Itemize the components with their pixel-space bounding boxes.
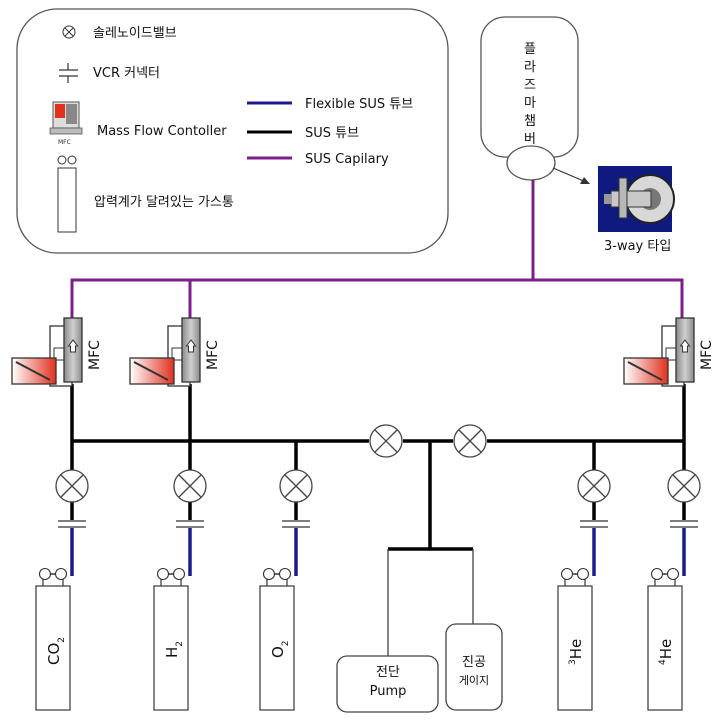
- vcr-connector-h2: [175, 520, 205, 528]
- pump-label-line2: Pump: [370, 684, 407, 699]
- mfc-label-1: MFC: [87, 340, 103, 370]
- valve-co2: [55, 469, 89, 503]
- svg-text:마: 마: [524, 96, 536, 111]
- legend-capillary-label: SUS Capilary: [305, 152, 389, 167]
- legend-flexible-label: Flexible SUS 튜브: [305, 97, 413, 112]
- legend-cylinder-label: 압력계가 달려있는 가스통: [94, 195, 234, 210]
- cylinder-he4: [647, 585, 683, 711]
- three-way-label: 3-way 타입: [604, 239, 671, 254]
- svg-text:챔: 챔: [524, 114, 536, 129]
- legend-valve-label: 솔레노이드밸브: [93, 26, 177, 41]
- mfc-unit-2: [129, 317, 201, 387]
- sus-tube-lines: [70, 384, 686, 551]
- vcr-connector-o2: [281, 520, 311, 528]
- legend-vcr-label: VCR 커넥터: [93, 66, 160, 81]
- svg-text:즈: 즈: [524, 78, 536, 93]
- cylinder-o2: [259, 585, 295, 711]
- pump-label-line1: 전단: [376, 665, 400, 680]
- legend-valve-icon: [62, 25, 76, 39]
- cylinder-label-o2: O2: [269, 640, 291, 658]
- mfc-label-3: MFC: [699, 340, 714, 370]
- cylinder-gauge-o2: [262, 567, 292, 587]
- svg-text:버: 버: [524, 132, 536, 147]
- legend-sus-label: SUS 튜브: [305, 126, 359, 141]
- mfc-label-2: MFC: [205, 340, 221, 370]
- legend-vcr-icon: [59, 63, 78, 83]
- cylinder-co2: [35, 585, 71, 711]
- valve-h2: [173, 469, 207, 503]
- mfc-unit-3: [623, 317, 695, 387]
- roughing-pump: [336, 655, 439, 713]
- svg-text:플: 플: [524, 42, 536, 57]
- svg-text:라: 라: [524, 60, 536, 75]
- plasma-chamber-label: 플 라 즈 마 챔 버: [524, 42, 536, 147]
- three-way-fitting-image: [598, 166, 675, 232]
- vcr-connector-he3: [579, 520, 609, 528]
- valve-he4: [667, 469, 701, 503]
- chamber-inlet-port: [506, 145, 556, 181]
- mfc-unit-1: [11, 317, 83, 387]
- cylinder-label-he3: 3He: [567, 639, 585, 665]
- cylinder-gauge-co2: [38, 567, 68, 587]
- legend-mfc-icon-text: MFC: [58, 139, 71, 146]
- vcr-connector-co2: [57, 520, 87, 528]
- vacuum-gauge-label-line2: 게이지: [459, 674, 489, 687]
- capillary-lines: [70, 180, 684, 322]
- cylinder-label-h2: H2: [163, 641, 185, 658]
- cylinder-gauge-he4: [650, 567, 680, 587]
- cylinder-label-he4: 4He: [657, 639, 675, 665]
- cylinder-he3: [557, 585, 593, 711]
- legend-box: [16, 8, 449, 254]
- cylinder-gauge-he3: [560, 567, 590, 587]
- cylinder-label-co2: CO2: [45, 637, 67, 665]
- pump-gauge-lines: [387, 549, 474, 656]
- valve-main-left: [369, 424, 403, 458]
- three-way-pointer-arrow: [552, 167, 587, 183]
- legend-mfc-icon: MFC: [49, 101, 83, 146]
- flexible-lines: [70, 528, 686, 566]
- vacuum-gauge: [445, 623, 503, 711]
- valve-main-right: [453, 424, 487, 458]
- vcr-connector-he4: [669, 520, 699, 528]
- valve-o2: [279, 469, 313, 503]
- valve-he3: [577, 469, 611, 503]
- cylinder-h2: [153, 585, 189, 711]
- cylinder-gauge-h2: [156, 567, 186, 587]
- legend-cylinder-icon: [57, 155, 77, 233]
- vacuum-gauge-label-line1: 진공: [462, 655, 486, 670]
- legend-mfc-label: Mass Flow Contoller: [97, 124, 227, 139]
